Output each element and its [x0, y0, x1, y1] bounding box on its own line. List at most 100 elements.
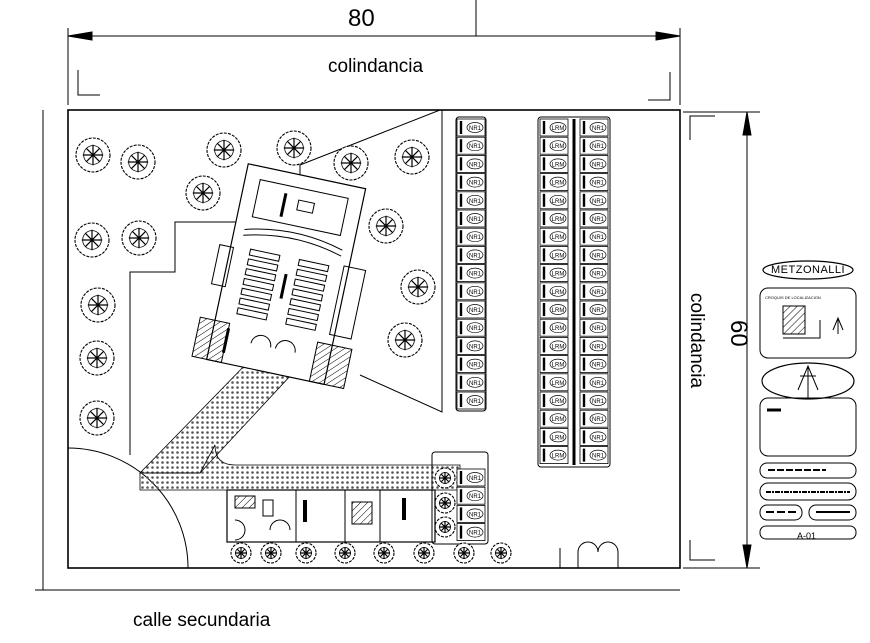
parking-stall-label: NR1 [592, 399, 605, 405]
parking-stall-label: NR1 [469, 399, 482, 405]
parking-stall: LRM [539, 245, 569, 264]
tree-icon [394, 139, 430, 175]
parking-stall-label: LRM [552, 344, 565, 350]
parking-stall-label: NR1 [592, 235, 605, 241]
tree-icon [74, 222, 110, 258]
tree-icon [434, 467, 456, 489]
parking-stall-label: LRM [552, 162, 565, 168]
parking-stall: LRM [539, 191, 569, 210]
parking-stall-label: LRM [552, 126, 565, 132]
parking-stall: NR1 [456, 282, 486, 301]
parking-stall: NR1 [579, 427, 609, 446]
parking-stall: NR1 [456, 191, 486, 210]
parking-stall-label: NR1 [469, 181, 482, 187]
street-label: calle secundaria [133, 610, 271, 631]
parking-stall-label: NR1 [469, 326, 482, 332]
parking-stall-label: LRM [552, 454, 565, 460]
right-boundary-label: colindancia [686, 293, 707, 389]
parking-stall-label: LRM [552, 253, 565, 259]
parking-stall: LRM [539, 264, 569, 283]
parking-stall-label: NR1 [469, 344, 482, 350]
parking-stall: NR1 [456, 468, 486, 487]
parking-stall: NR1 [456, 209, 486, 228]
tree-icon [75, 137, 111, 173]
parking-stall: NR1 [456, 391, 486, 410]
title-block-brand: METZONALLI [771, 264, 846, 276]
parking-stall-label: LRM [552, 417, 565, 423]
tree-icon [295, 542, 317, 564]
parking-stall: NR1 [456, 355, 486, 374]
tree-icon [368, 208, 404, 244]
parking-stall: NR1 [579, 373, 609, 392]
parking-stall-label: NR1 [469, 126, 482, 132]
tree-icon [400, 269, 436, 305]
parking-stall: NR1 [579, 191, 609, 210]
parking-stall: LRM [539, 336, 569, 355]
parking-stall-label: NR1 [592, 162, 605, 168]
parking-stall: NR1 [579, 282, 609, 301]
parking-stall: NR1 [579, 118, 609, 137]
parking-stall: LRM [539, 318, 569, 337]
tree-icon [373, 542, 395, 564]
tree-icon [79, 400, 115, 436]
parking-stall-label: LRM [552, 235, 565, 241]
parking-stall-label: NR1 [469, 308, 482, 314]
parking-stall-label: NR1 [469, 272, 482, 278]
parking-stall-label: LRM [552, 381, 565, 387]
service-building [226, 489, 436, 543]
trees [74, 130, 512, 564]
top-dimension-line [67, 0, 681, 105]
parking-stall-label: NR1 [592, 381, 605, 387]
parking-stall-label: NR1 [592, 326, 605, 332]
parking-stall-label: NR1 [469, 512, 482, 518]
parking-stall-label: LRM [552, 363, 565, 369]
parking-stall-label: NR1 [592, 126, 605, 132]
parking-area: NR1NR1NR1NR1NR1NR1NR1NR1NR1NR1NR1NR1NR1N… [431, 116, 611, 545]
diagonal-walkway [139, 359, 306, 474]
parking-stall: LRM [539, 409, 569, 428]
tree-icon [453, 542, 475, 564]
parking-stall: LRM [539, 391, 569, 410]
parking-stall: NR1 [456, 118, 486, 137]
parking-stall-label: NR1 [592, 144, 605, 150]
parking-stall: NR1 [456, 523, 486, 541]
parking-stall-label: NR1 [469, 476, 482, 482]
parking-stall: NR1 [456, 300, 486, 319]
parking-stall: LRM [539, 154, 569, 173]
parking-stall: NR1 [579, 300, 609, 319]
entrance-gate [559, 541, 619, 568]
street-reference-lines [35, 110, 680, 591]
parking-stall: NR1 [579, 409, 609, 428]
parking-stall-label: LRM [552, 144, 565, 150]
horizontal-walkway [139, 444, 461, 491]
parking-stall: NR1 [456, 136, 486, 155]
parking-stall: LRM [539, 173, 569, 192]
parking-stall-label: NR1 [469, 381, 482, 387]
parking-stall-label: LRM [552, 290, 565, 296]
parking-stall: NR1 [579, 264, 609, 283]
parking-stall-label: NR1 [592, 199, 605, 205]
parking-stall-label: NR1 [592, 290, 605, 296]
tree-icon [230, 542, 252, 564]
tree-icon [80, 287, 116, 323]
parking-stall: LRM [539, 373, 569, 392]
parking-stall: LRM [539, 300, 569, 319]
parking-stall: LRM [539, 209, 569, 228]
parking-stall-label: LRM [552, 181, 565, 187]
parking-stall: NR1 [579, 355, 609, 374]
parking-stall: NR1 [456, 154, 486, 173]
parking-stall-label: NR1 [592, 308, 605, 314]
parking-stall: NR1 [579, 245, 609, 264]
parking-stall-label: NR1 [592, 217, 605, 223]
parking-stall: LRM [539, 446, 569, 465]
parking-stall-label: NR1 [469, 217, 482, 223]
parking-stall-label: NR1 [469, 363, 482, 369]
parking-stall-label: NR1 [469, 162, 482, 168]
parking-stall: NR1 [456, 336, 486, 355]
title-block-sheet-number: A-01 [797, 531, 817, 541]
parking-stall: NR1 [456, 504, 486, 523]
parking-stall: NR1 [579, 136, 609, 155]
parking-stall: NR1 [579, 227, 609, 246]
parking-stall-label: NR1 [469, 494, 482, 500]
parking-stall-label: LRM [552, 308, 565, 314]
